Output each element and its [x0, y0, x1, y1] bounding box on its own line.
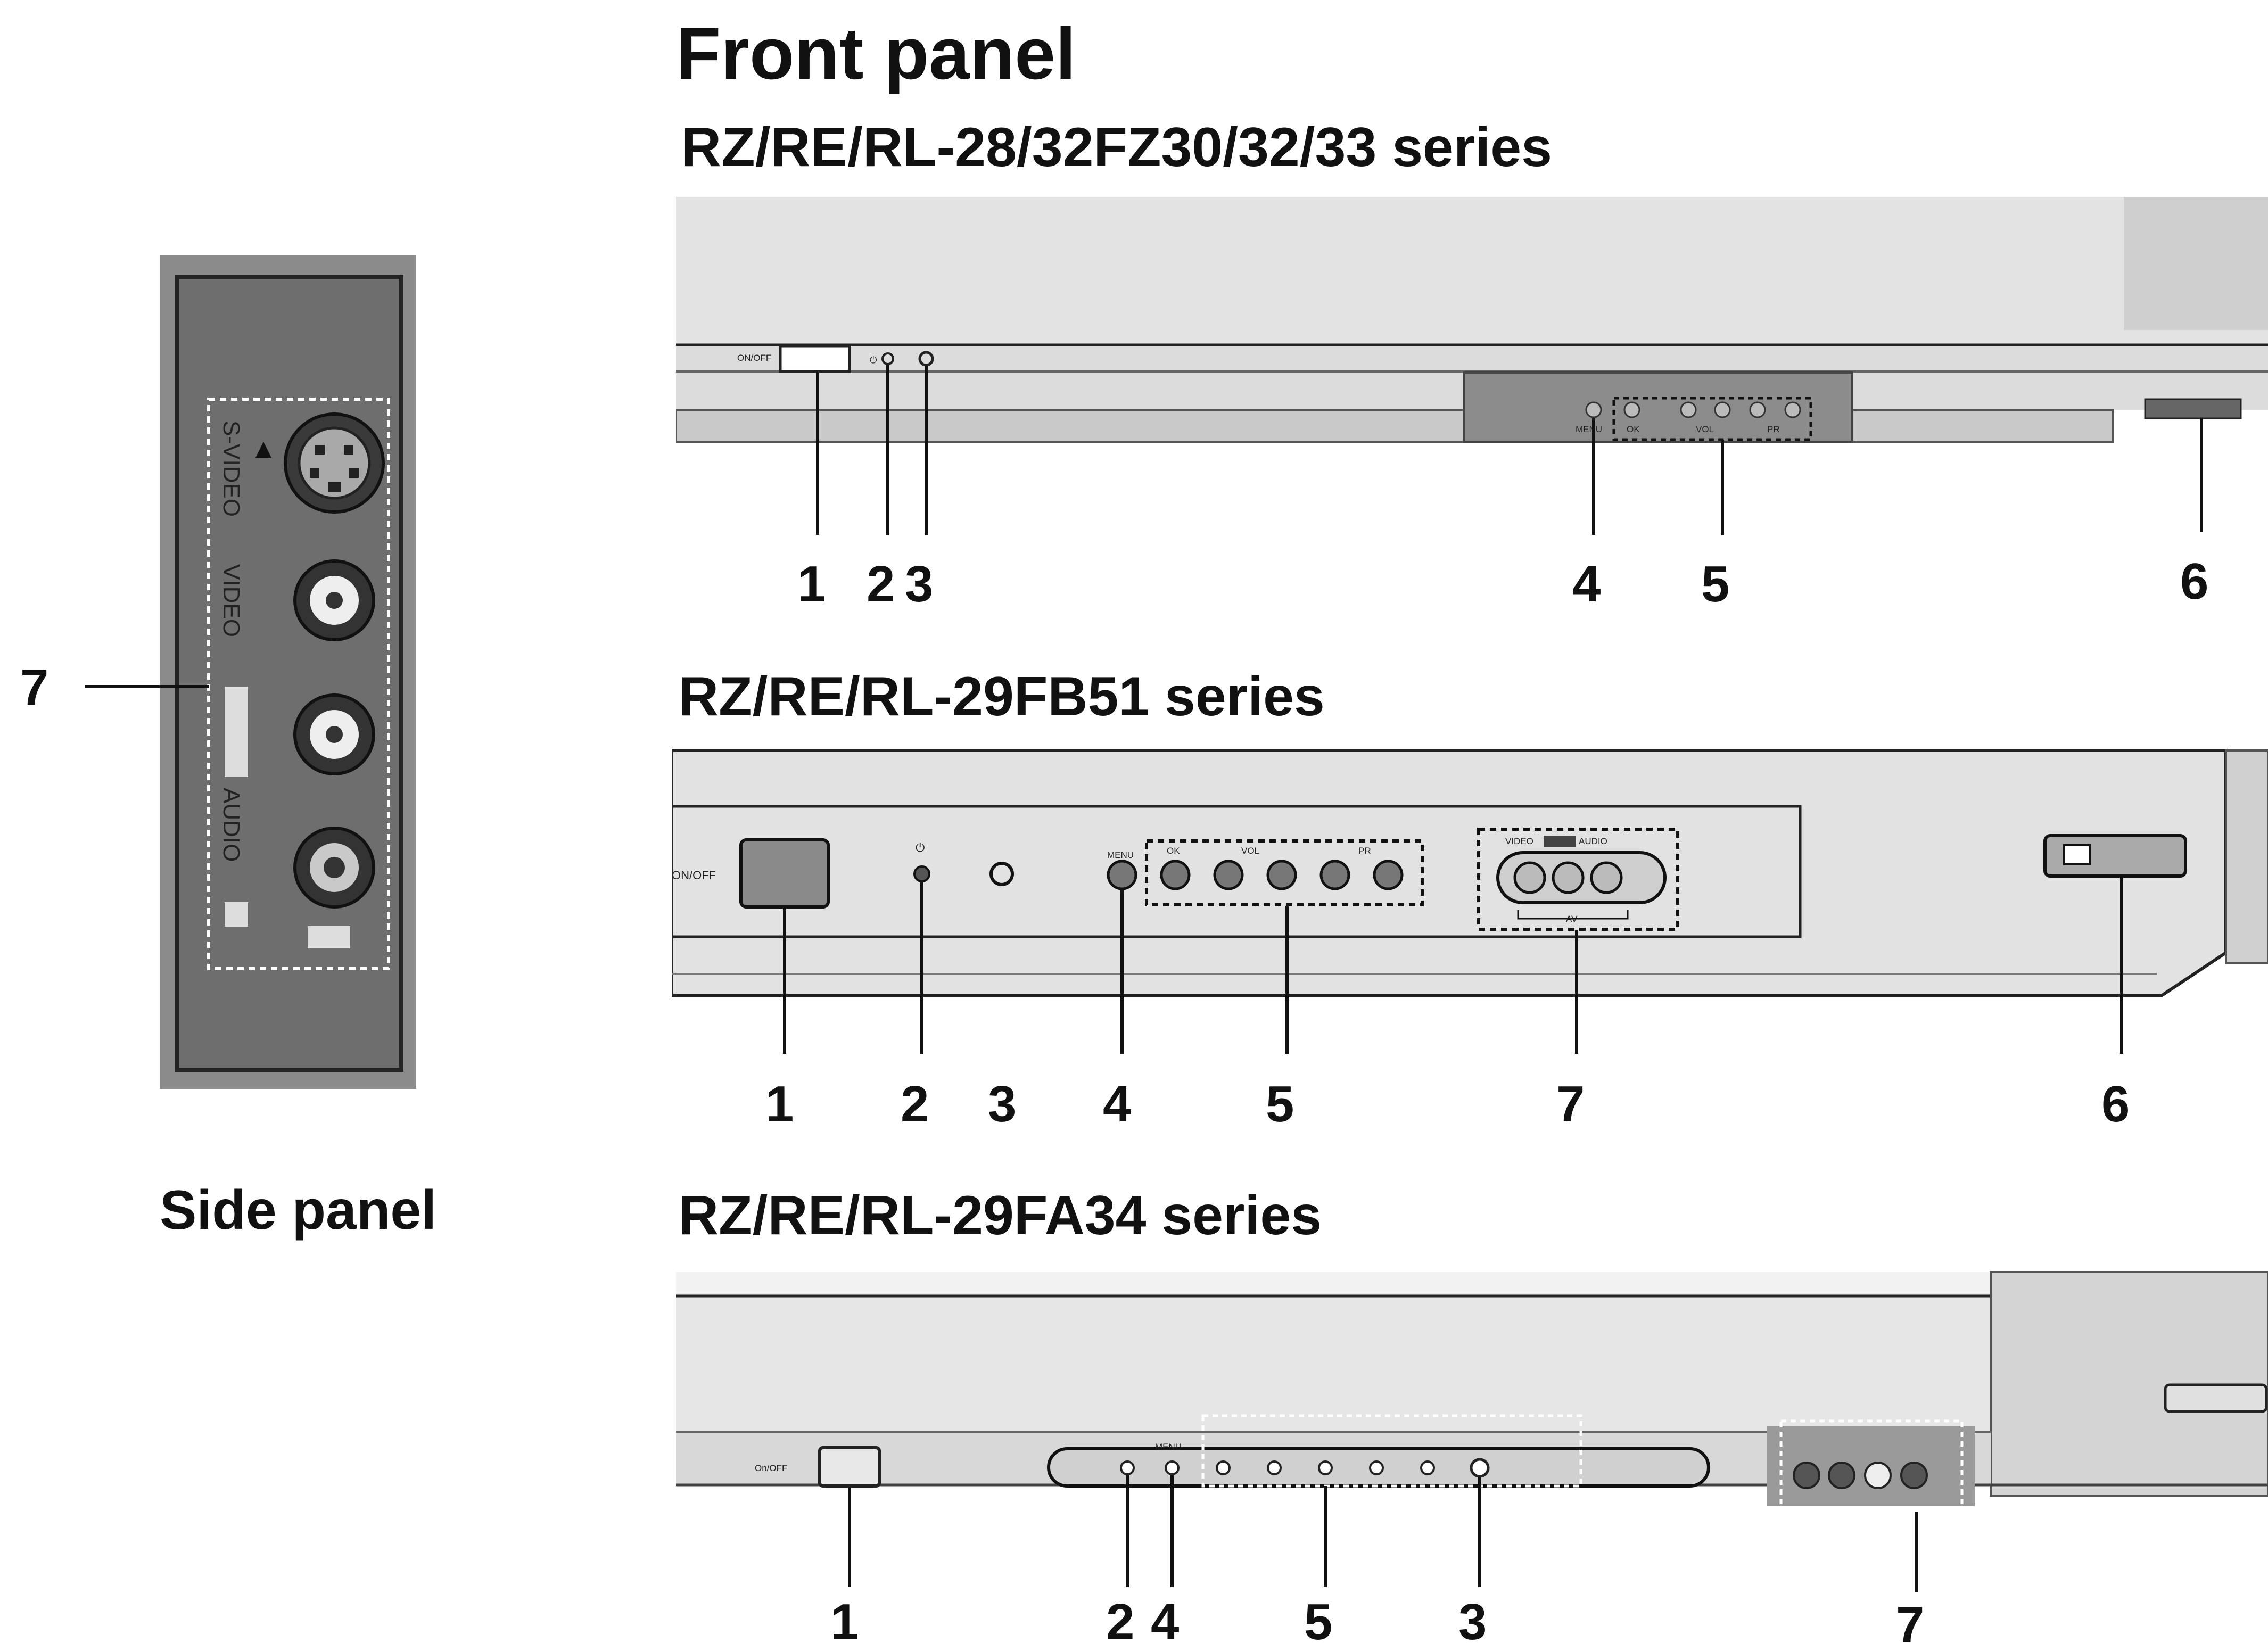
panel-a-callout-4: 4 — [1572, 556, 1601, 613]
panel-c-vol-up-button[interactable] — [1318, 1460, 1333, 1475]
panel-c-av-audio-l-jack — [1864, 1462, 1892, 1489]
panel-c-menu-label: MENU — [1155, 1442, 1182, 1452]
panel-a-callout-3: 3 — [905, 556, 933, 613]
panel-c-av-audio-r-jack — [1900, 1462, 1928, 1489]
panel-a-power-button[interactable] — [779, 344, 851, 373]
panel-b-ok-button[interactable] — [1160, 860, 1191, 890]
panel-c-callout-5: 5 — [1304, 1594, 1332, 1643]
side-svideo-label: S-VIDEO — [218, 420, 244, 517]
svg-text:⏻: ⏻ — [870, 355, 877, 365]
side-video-jack — [293, 559, 375, 641]
panel-b-av-video-label: VIDEO — [1505, 836, 1533, 846]
panel-c-onoff-label: On/OFF — [755, 1463, 787, 1473]
panel-a-onoff-label: ON/OFF — [737, 353, 771, 363]
panel-b-av-audio-label: AUDIO — [1579, 836, 1607, 846]
panel-b-av-video-jack — [1513, 861, 1546, 894]
panel-a-remote-sensor — [918, 351, 934, 367]
panel-c-pr-up-button[interactable] — [1420, 1460, 1435, 1475]
panel-a-vol-label: VOL — [1696, 424, 1714, 434]
panel-a-pr-down-button[interactable] — [1749, 401, 1766, 418]
panel-b-callout-1: 1 — [765, 1076, 794, 1128]
panel-b-ok-label: OK — [1167, 846, 1180, 856]
panel-b-callout-6: 6 — [2101, 1076, 2130, 1128]
panel-a-callout-2: 2 — [867, 556, 895, 613]
panel-c-power-button[interactable] — [818, 1446, 881, 1488]
panel-c-callout-4: 4 — [1151, 1594, 1179, 1643]
panel-b-menu-button[interactable] — [1107, 860, 1137, 890]
panel-a-callout-6: 6 — [2180, 553, 2208, 610]
panel-a-logo-badge — [2144, 398, 2242, 419]
model-title-b: RZ/RE/RL-29FB51 series — [679, 666, 1325, 728]
side-video-label: VIDEO — [218, 564, 244, 637]
side-panel-title: Side panel — [160, 1179, 437, 1241]
panel-b-pr-label: PR — [1358, 846, 1371, 856]
panel-b-callout-7: 7 — [1556, 1076, 1585, 1128]
panel-b-callout-3: 3 — [988, 1076, 1016, 1128]
front-panel-b: ON/OFF ⏻ MENU OK VOL PR VIDEO AUDIO AV 1… — [672, 749, 2268, 1128]
panel-c-callout-1: 1 — [830, 1594, 859, 1643]
panel-b-pr-up-button[interactable] — [1373, 860, 1404, 890]
panel-a-pr-label: PR — [1767, 424, 1780, 434]
svg-text:⏻: ⏻ — [916, 841, 925, 854]
panel-c-menu-button[interactable] — [1165, 1460, 1180, 1475]
panel-c-callout-2: 2 — [1106, 1594, 1134, 1643]
panel-b-callout-4: 4 — [1103, 1076, 1131, 1128]
panel-a-vol-down-button[interactable] — [1680, 401, 1697, 418]
panel-b-vol-down-button[interactable] — [1213, 860, 1244, 890]
side-callout-7: 7 — [20, 659, 48, 716]
panel-b-callout-5: 5 — [1266, 1076, 1294, 1128]
side-panel-figure: S-VIDEO VIDEO AUDIO 7 — [20, 255, 416, 1089]
panel-c-pr-down-button[interactable] — [1369, 1460, 1384, 1475]
side-audio-l-jack — [293, 693, 375, 775]
panel-a-ok-label: OK — [1627, 424, 1640, 434]
panel-b-vol-up-button[interactable] — [1266, 860, 1297, 890]
panel-b-callout-2: 2 — [901, 1076, 929, 1128]
panel-b-onoff-label: ON/OFF — [672, 869, 716, 882]
panel-b-vol-label: VOL — [1241, 846, 1259, 856]
panel-a-pr-up-button[interactable] — [1784, 401, 1801, 418]
panel-c-remote-sensor — [1470, 1458, 1490, 1478]
panel-a-standby-indicator — [881, 352, 894, 365]
panel-c-standby-indicator — [1120, 1460, 1135, 1475]
s-video-jack — [255, 412, 385, 514]
panel-a-vol-up-button[interactable] — [1714, 401, 1731, 418]
panel-a-ok-button[interactable] — [1623, 401, 1640, 418]
panel-b-pr-down-button[interactable] — [1319, 860, 1350, 890]
panel-c-ok-button[interactable] — [1216, 1460, 1231, 1475]
panel-a-menu-label: MENU — [1576, 424, 1602, 434]
side-audio-r-jack — [293, 827, 375, 909]
panel-c-vol-down-button[interactable] — [1267, 1460, 1282, 1475]
panel-b-av-audio-l-jack — [1552, 861, 1585, 894]
front-panel-c: On/OFF MENU 1 2 4 5 3 7 — [676, 1267, 2268, 1643]
page-title-front-panel: Front panel — [676, 13, 1076, 95]
panel-b-remote-sensor — [989, 862, 1014, 886]
front-panel-a: ON/OFF ⏻ MENU OK VOL PR 1 2 3 4 5 6 — [676, 197, 2268, 613]
panel-a-callout-5: 5 — [1701, 556, 1729, 613]
panel-b-av-audio-r-jack — [1590, 861, 1623, 894]
panel-b-menu-label: MENU — [1107, 850, 1134, 860]
panel-a-menu-button[interactable] — [1585, 401, 1602, 418]
model-title-a: RZ/RE/RL-28/32FZ30/32/33 series — [681, 117, 1552, 178]
panel-c-av-video-jack — [1828, 1462, 1855, 1489]
model-title-c: RZ/RE/RL-29FA34 series — [679, 1185, 1322, 1246]
panel-b-av-label: AV — [1566, 914, 1578, 924]
side-audio-label: AUDIO — [218, 788, 244, 862]
panel-c-callout-3: 3 — [1458, 1594, 1487, 1643]
panel-c-callout-7: 7 — [1896, 1596, 1924, 1643]
panel-c-av-svideo-jack — [1793, 1462, 1820, 1489]
panel-b-power-button[interactable] — [739, 838, 830, 909]
panel-b-standby-indicator — [913, 865, 930, 882]
panel-a-callout-1: 1 — [797, 556, 826, 613]
